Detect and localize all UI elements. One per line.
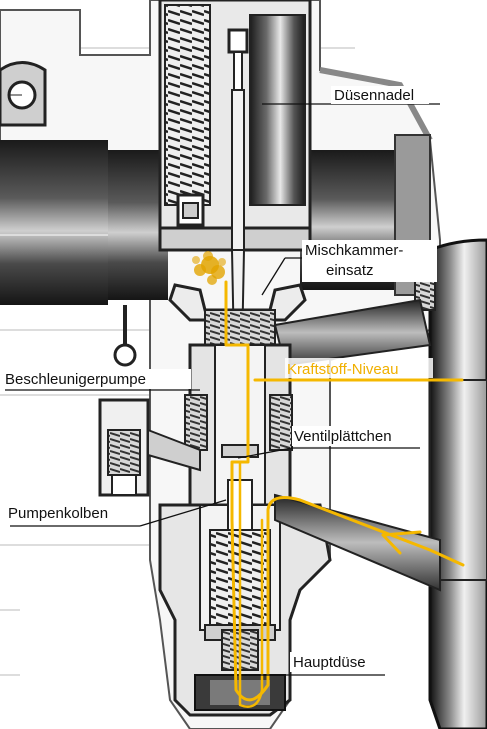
- label-needle: Düsennadel: [334, 87, 414, 104]
- label-mixing-chamber-1: Mischkammer-: [305, 242, 403, 259]
- mounting-bolt: [0, 61, 47, 127]
- fuel-flow-line: [224, 280, 465, 702]
- fuel-inlet-tube: [274, 493, 441, 592]
- mixing-chamber-insert: [113, 283, 307, 367]
- labels: Düsennadel Mischkammer- einsatz Kraftsto…: [3, 86, 437, 672]
- accelerator-pump-unit: [98, 398, 201, 497]
- label-accelerator-pump: Beschleunigerpumpe: [5, 371, 146, 388]
- flow-arrow-icon: [381, 530, 422, 555]
- fuel-path: [192, 251, 465, 708]
- label-fuel-level: Kraftstoff-Niveau: [287, 361, 398, 378]
- fuel-spray-icon: [192, 251, 226, 285]
- label-pump-piston: Pumpenkolben: [8, 505, 108, 522]
- label-mixing-chamber-2: einsatz: [326, 262, 374, 279]
- jet-block: [184, 343, 293, 507]
- label-valve-plate: Ventilplättchen: [294, 428, 392, 445]
- label-main-jet: Hauptdüse: [293, 654, 366, 671]
